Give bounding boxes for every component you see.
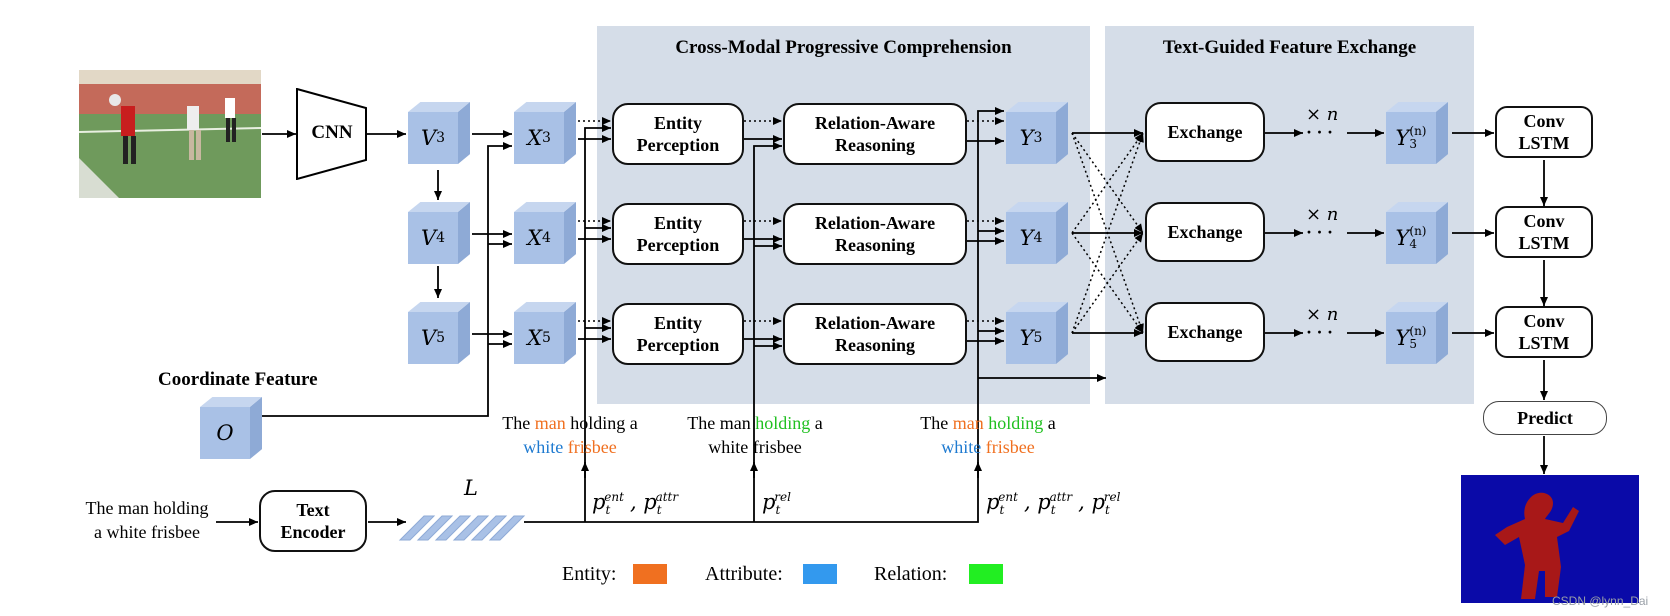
dots-1: · · · — [1306, 122, 1334, 142]
prob-rel: ptrel — [762, 490, 791, 518]
sentence-1: The man holding a white frisbee — [502, 413, 638, 457]
photo-scene — [79, 70, 261, 198]
mask-silhouette — [1495, 492, 1579, 599]
feature-y3n: Y(n)3 — [1386, 102, 1448, 164]
prob-all: ptent, ptattr, ptrel — [986, 490, 1121, 518]
conv-lstm-2: Conv LSTM — [1495, 206, 1593, 258]
entity-perception-2: Entity Perception — [612, 203, 744, 265]
legend-entity-label: Entity: — [562, 563, 617, 585]
feature-y4n: Y(n)4 — [1386, 202, 1448, 264]
times-n-1: × n — [1306, 104, 1339, 125]
relation-reasoning-1: Relation-Aware Reasoning — [783, 103, 967, 165]
language-features — [398, 515, 526, 541]
legend-relation-label: Relation: — [874, 563, 948, 585]
predict-box: Predict — [1483, 401, 1607, 435]
conv-lstm-1: Conv LSTM — [1495, 106, 1593, 158]
text-encoder: Text Encoder — [259, 490, 367, 552]
times-n-3: × n — [1306, 304, 1339, 325]
exchange-1: Exchange — [1145, 102, 1265, 162]
cnn-block — [296, 88, 367, 180]
legend-attribute-swatch — [803, 564, 837, 584]
feature-y5n: Y(n)5 — [1386, 302, 1448, 364]
entity-perception-1: Entity Perception — [612, 103, 744, 165]
l-label: L — [464, 476, 478, 500]
exchange-3: Exchange — [1145, 302, 1265, 362]
conv-lstm-3: Conv LSTM — [1495, 306, 1593, 358]
coordinate-feature-label: Coordinate Feature — [158, 369, 318, 390]
output-mask — [1461, 475, 1639, 603]
prob-ent-attr: ptent, ptattr — [592, 490, 679, 518]
times-n-2: × n — [1306, 204, 1339, 225]
input-photo — [79, 70, 261, 198]
exchange-2: Exchange — [1145, 202, 1265, 262]
legend-relation-swatch — [969, 564, 1003, 584]
feature-o: O — [200, 397, 262, 459]
sentence-2: The man holding a white frisbee — [687, 413, 823, 457]
cnn-label: CNN — [311, 122, 353, 143]
cmpc-title: Cross-Modal Progressive Comprehension — [675, 37, 1012, 58]
legend-entity-swatch — [633, 564, 667, 584]
dots-2: · · · — [1306, 222, 1334, 242]
legend-attribute-label: Attribute: — [705, 563, 783, 585]
sentence-3: The man holding a white frisbee — [920, 413, 1056, 457]
dots-3: · · · — [1306, 322, 1334, 342]
relation-reasoning-3: Relation-Aware Reasoning — [783, 303, 967, 365]
watermark: CSDN @lynn_Dai — [1552, 594, 1649, 608]
relation-reasoning-2: Relation-Aware Reasoning — [783, 203, 967, 265]
tgfe-title: Text-Guided Feature Exchange — [1162, 37, 1417, 58]
entity-perception-3: Entity Perception — [612, 303, 744, 365]
